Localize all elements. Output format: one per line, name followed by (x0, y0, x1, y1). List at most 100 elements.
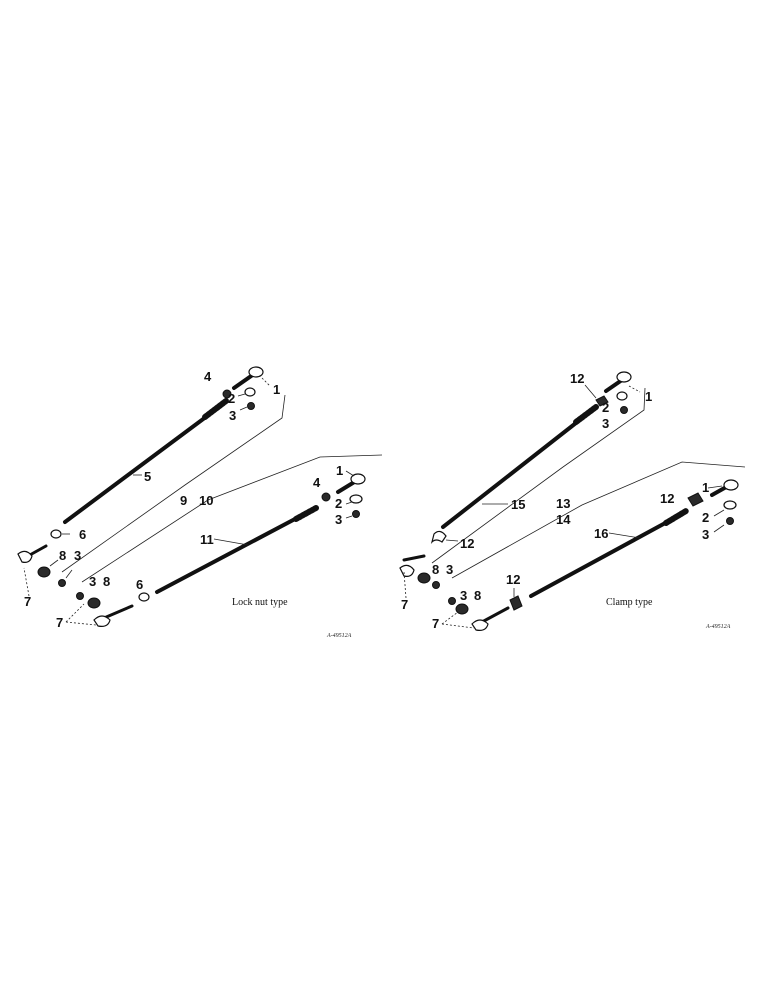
tie-rod-tube (441, 410, 592, 529)
callout: 3 (460, 588, 467, 603)
boot-8-bottom (87, 597, 101, 609)
tie-rod-thread-lower (293, 505, 319, 522)
leader-2-right (345, 501, 353, 505)
callout: 2 (602, 400, 609, 415)
tie-rod-thread (202, 398, 229, 420)
lock-nut-4-upper (222, 389, 232, 399)
leader-7-left (23, 567, 30, 597)
leader-3-right (345, 515, 353, 519)
callout: 12 (506, 572, 520, 587)
callout: 9 (180, 493, 187, 508)
tie-rod-end-right (723, 479, 739, 491)
callout: 11 (200, 532, 214, 547)
clamp-12-bottom (509, 595, 523, 611)
callout: 7 (24, 594, 31, 609)
callout: 8 (474, 588, 481, 603)
nut-3-upper (620, 406, 628, 414)
callout: 3 (446, 562, 453, 577)
right-assembly (399, 371, 746, 631)
callout: 16 (594, 526, 608, 541)
seal-2-right (723, 500, 737, 510)
tie-rod-end-bottom (471, 619, 489, 631)
lock-nut-6-left (50, 529, 62, 539)
right-callouts: 12 1 2 3 15 13 14 12 8 3 7 1 12 2 3 16 3… (401, 371, 709, 631)
leader-1-upper (261, 377, 271, 387)
leader-7-left (403, 571, 407, 599)
tie-rod-end-shank-bottom (102, 604, 134, 620)
tie-rod-tube-lower (529, 513, 682, 598)
seal-2-upper (244, 387, 256, 397)
boot-8-left (417, 572, 431, 584)
callout: 15 (511, 497, 525, 512)
callout: 3 (229, 408, 236, 423)
leader-7-bottom (65, 621, 97, 626)
tie-rod-thread (573, 404, 599, 425)
tie-rod-end-shank-bottom (480, 606, 510, 624)
boot-8-bottom (455, 603, 469, 615)
callout: 8 (432, 562, 439, 577)
callout: 6 (79, 527, 86, 542)
leader-3-right (713, 524, 725, 533)
leader-2-right (713, 509, 725, 517)
clamp-12-left (430, 530, 447, 544)
lock-nut-4-right (321, 492, 331, 502)
leader-1-upper (628, 385, 641, 393)
caption-left: Lock nut type (232, 597, 288, 608)
tie-rod-end-left (399, 564, 415, 577)
callout: 8 (103, 574, 110, 589)
callout: 12 (660, 491, 674, 506)
tie-rod-tube (63, 403, 224, 524)
group-outline-10 (81, 454, 383, 583)
nut-3-right (726, 517, 734, 525)
leader-7-bottom-b (441, 611, 459, 625)
callout: 7 (401, 597, 408, 612)
leader-7-bottom (441, 623, 475, 629)
leader-1-right (707, 485, 723, 489)
callout: 13 (556, 496, 570, 511)
clamp-12-right (687, 492, 704, 507)
callout: 3 (74, 548, 81, 563)
callout: 5 (144, 469, 151, 484)
callout: 12 (570, 371, 584, 386)
leader-2-upper (237, 393, 246, 397)
tie-rod-end-upper (616, 371, 632, 383)
callout: 7 (56, 615, 63, 630)
callout: 14 (556, 512, 571, 527)
callout: 12 (460, 536, 474, 551)
nut-3-upper (247, 402, 255, 410)
leader-1-right (345, 470, 355, 477)
leader-7-bottom-b (65, 603, 85, 623)
group-outline-14 (451, 461, 746, 579)
clamp-12-upper (595, 395, 609, 407)
leader-11 (213, 538, 249, 546)
group-outline-13 (431, 387, 646, 564)
tie-rod-thread-lower (663, 508, 689, 526)
callout: 8 (59, 548, 66, 563)
tie-rod-end-left (17, 550, 33, 563)
nut-3-left (58, 579, 66, 587)
callout: 1 (645, 389, 652, 404)
tie-rod-end-bottom (93, 615, 111, 627)
nut-3-right (352, 510, 360, 518)
callout: 1 (273, 382, 280, 397)
drawing-code-left: A-49512A (326, 632, 352, 639)
leader-8-left (49, 559, 59, 567)
drawing-code-right: A-49512A (705, 623, 731, 630)
callout: 3 (89, 574, 96, 589)
callout: 2 (228, 391, 235, 406)
tie-rod-end-upper (248, 366, 264, 378)
nut-3-bottom (448, 597, 456, 605)
leader-12-left (445, 539, 459, 542)
seal-2-upper (616, 391, 628, 401)
callout: 1 (336, 463, 343, 478)
lock-nut-6-lower (138, 592, 150, 602)
seal-2-right (349, 494, 363, 504)
callout: 2 (335, 496, 342, 511)
callout: 1 (702, 480, 709, 495)
callout: 7 (432, 616, 439, 631)
tie-rod-end-shank-upper (232, 372, 256, 390)
caption-right: Clamp type (606, 597, 653, 608)
left-callouts: 4 1 2 3 5 9 10 6 8 3 7 1 4 2 3 11 3 8 6 … (24, 369, 343, 630)
tie-rod-end-shank-upper (604, 378, 624, 393)
